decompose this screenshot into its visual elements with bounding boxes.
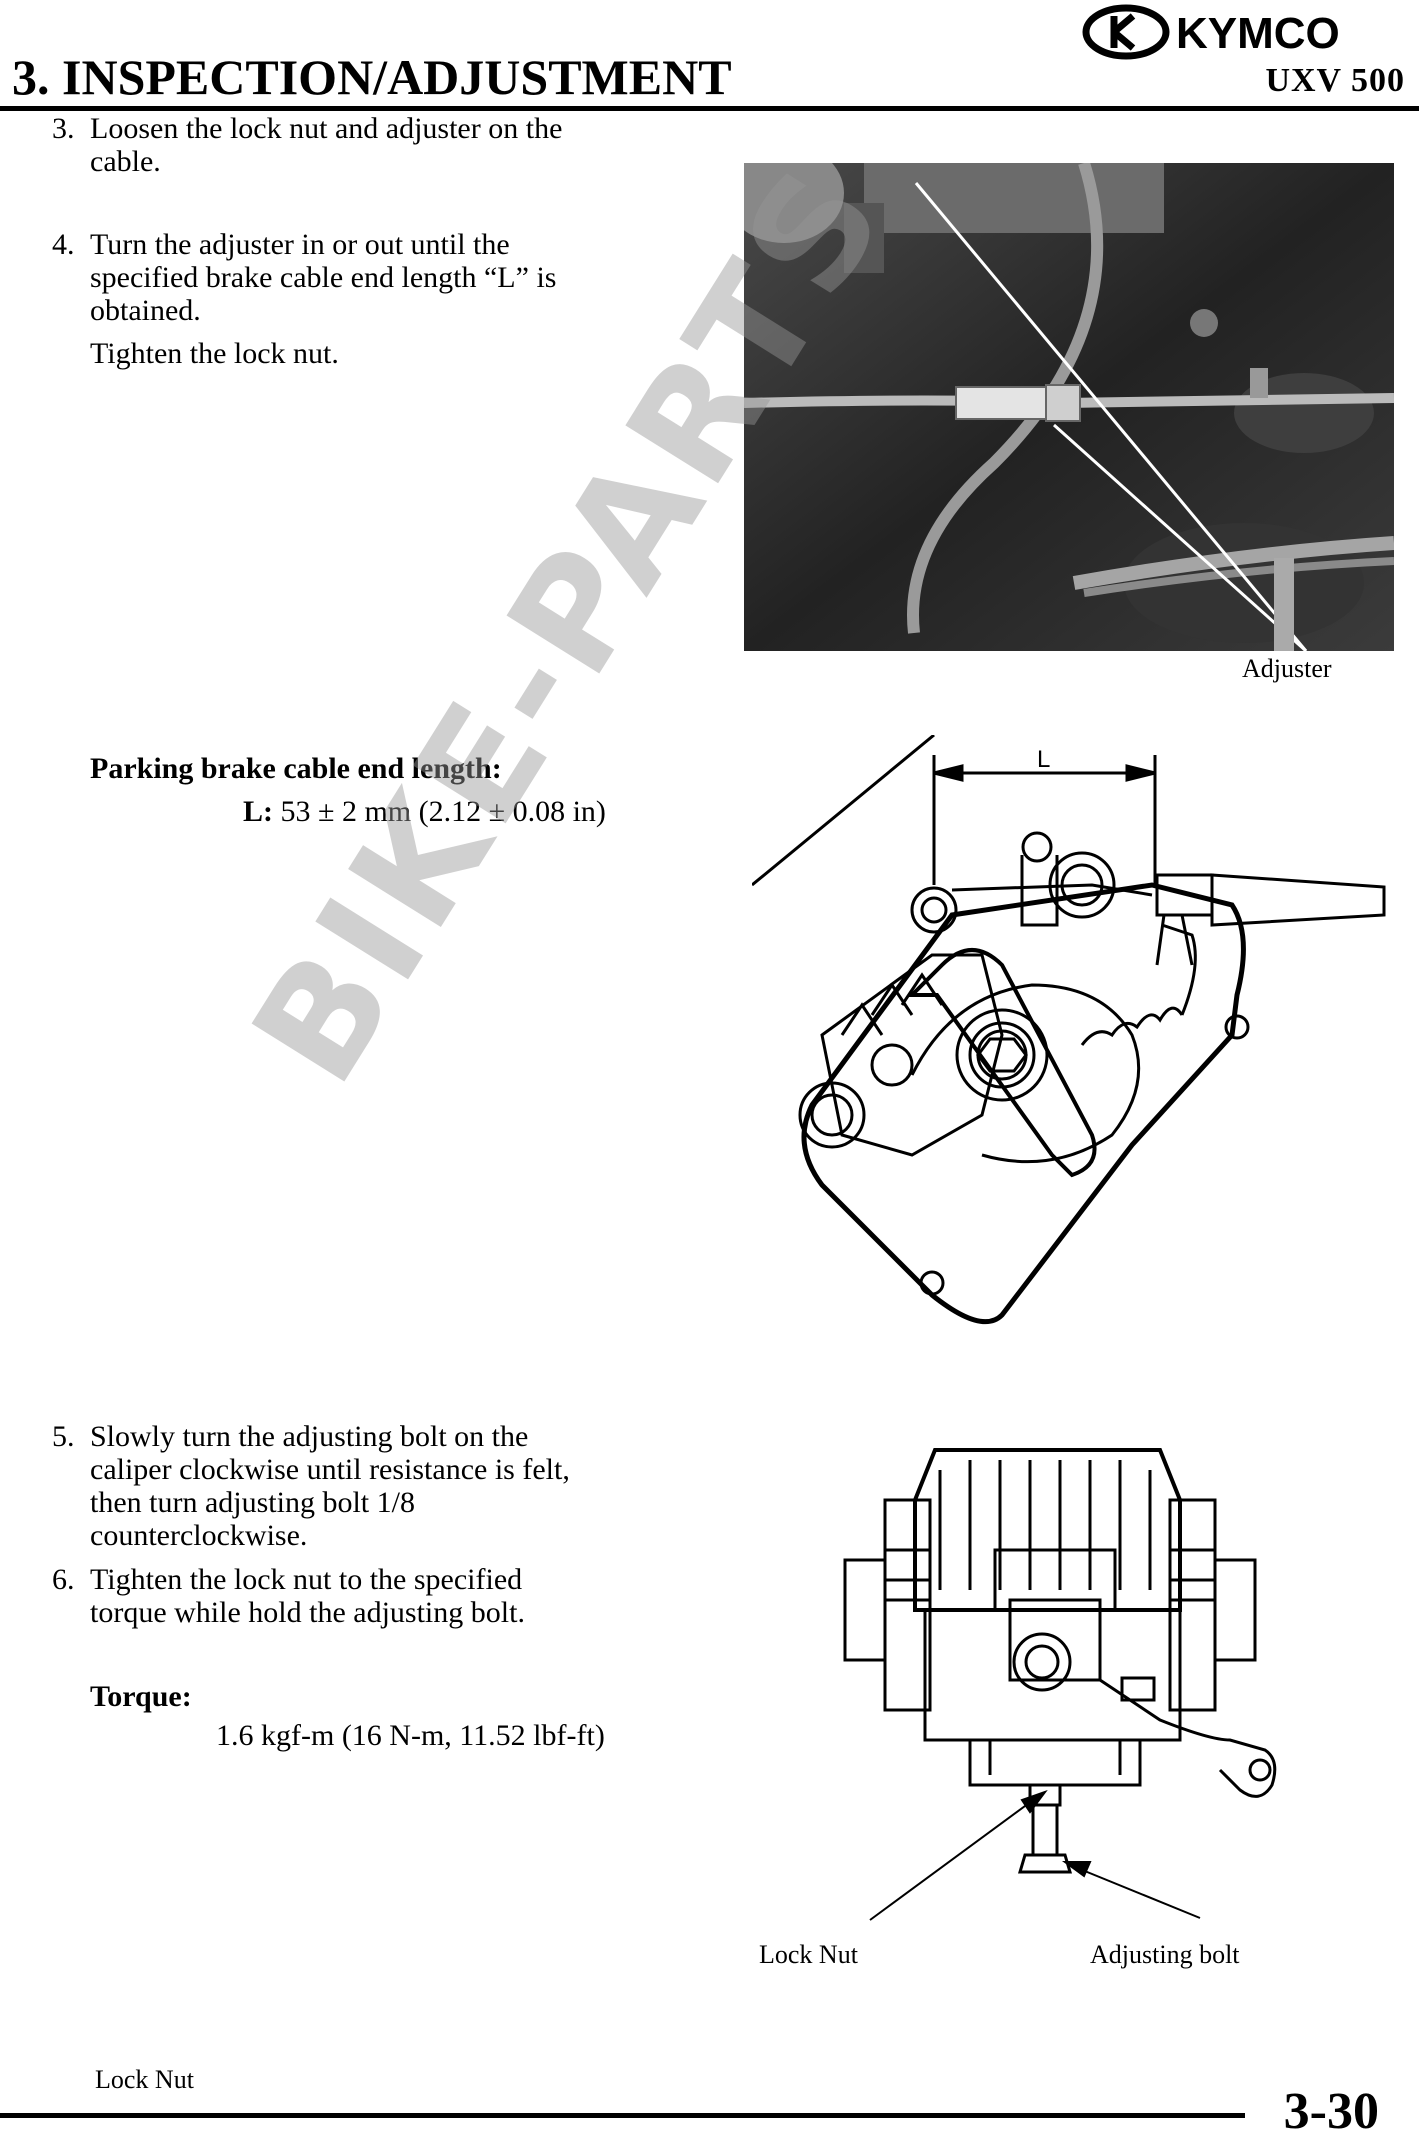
adjuster-caption: Adjuster xyxy=(1242,654,1332,683)
dimension-l-label: L xyxy=(1037,746,1050,773)
torque-label: Torque: xyxy=(90,1680,192,1713)
adjusting-bolt-label: Adjusting bolt xyxy=(1090,1940,1240,1969)
step-number: 6. xyxy=(52,1563,75,1596)
page-number: 3-30 xyxy=(1283,2083,1379,2140)
footer-lock-nut-label: Lock Nut xyxy=(95,2065,194,2094)
step-number: 3. xyxy=(52,112,75,145)
brand-name: KYMCO xyxy=(1176,9,1340,58)
step-6: 6. Tighten the lock nut to the specified… xyxy=(52,1563,692,1633)
kymco-logo: KYMCO xyxy=(1082,4,1340,60)
tighten-note: Tighten the lock nut. xyxy=(90,337,339,370)
spec-key: L: xyxy=(243,795,273,828)
spec-label: Parking brake cable end length: xyxy=(90,752,502,785)
adjuster-photo xyxy=(744,163,1394,651)
step-5: 5. Slowly turn the adjusting bolt on the… xyxy=(52,1420,692,1560)
spec-value: 53 ± 2 mm (2.12 ± 0.08 in) xyxy=(280,795,606,828)
caliper-side-diagram: L xyxy=(752,735,1386,1325)
torque-value: 1.6 kgf-m (16 N-m, 11.52 lbf-ft) xyxy=(216,1719,605,1752)
step-3: 3. Loosen the lock nut and adjuster on t… xyxy=(52,112,672,182)
step-4: 4. Turn the adjuster in or out until the… xyxy=(52,228,672,338)
step-number: 4. xyxy=(52,228,75,261)
step-number: 5. xyxy=(52,1420,75,1453)
header-rule xyxy=(0,106,1419,111)
footer-rule xyxy=(0,2113,1245,2118)
caliper-rear-diagram xyxy=(843,1448,1277,1921)
spec-value-line: L: 53 ± 2 mm (2.12 ± 0.08 in) xyxy=(243,795,606,829)
lock-nut-label: Lock Nut xyxy=(759,1940,858,1969)
page-title: 3. INSPECTION/ADJUSTMENT xyxy=(12,49,732,105)
model-name: UXV 500 xyxy=(1265,62,1405,99)
